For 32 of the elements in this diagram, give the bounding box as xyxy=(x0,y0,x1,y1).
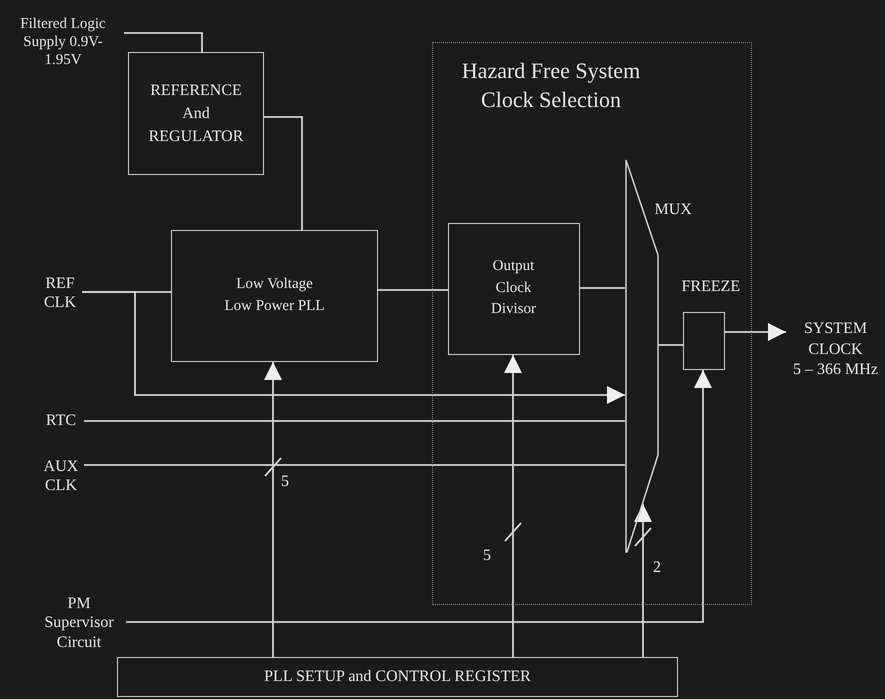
process-box xyxy=(171,230,378,362)
connector-line xyxy=(124,32,203,52)
connector-line xyxy=(84,420,625,422)
arrow xyxy=(264,362,282,657)
process-box xyxy=(448,222,580,354)
arrow xyxy=(725,323,786,341)
connector-line xyxy=(378,289,448,291)
connector-line xyxy=(658,344,683,346)
box-label: Low Voltage Low Power PLL xyxy=(224,275,324,316)
connector-line xyxy=(84,464,625,466)
process-box xyxy=(128,52,264,175)
arrow xyxy=(126,370,712,623)
box-label: REFERENCE And REGULATOR xyxy=(148,80,244,148)
region-heading: Hazard Free System Clock Selection xyxy=(460,57,642,114)
signal-label: SYSTEM CLOCK xyxy=(802,318,868,360)
block-label: FREEZE xyxy=(682,276,740,296)
register-box xyxy=(117,657,678,697)
arrow xyxy=(82,291,625,404)
signal-label: PM Supervisor Circuit xyxy=(32,590,126,656)
arrow xyxy=(504,355,522,657)
box-label: PLL SETUP and CONTROL REGISTER xyxy=(263,667,532,688)
signal-label: REF CLK xyxy=(38,270,82,316)
signal-label: RTC xyxy=(38,410,84,432)
box-label: Output Clock Divisor xyxy=(490,256,537,320)
dotted-region xyxy=(432,42,752,605)
signal-label: AUX CLK xyxy=(38,453,84,499)
signal-label: Filtered Logic Supply 0.9V-1.95V xyxy=(2,8,124,76)
arrow xyxy=(634,504,652,657)
connector-line xyxy=(264,116,303,230)
mux-label: MUX xyxy=(654,200,692,220)
signal-label: 5 – 366 MHz xyxy=(792,360,879,380)
connector-line xyxy=(580,287,625,289)
